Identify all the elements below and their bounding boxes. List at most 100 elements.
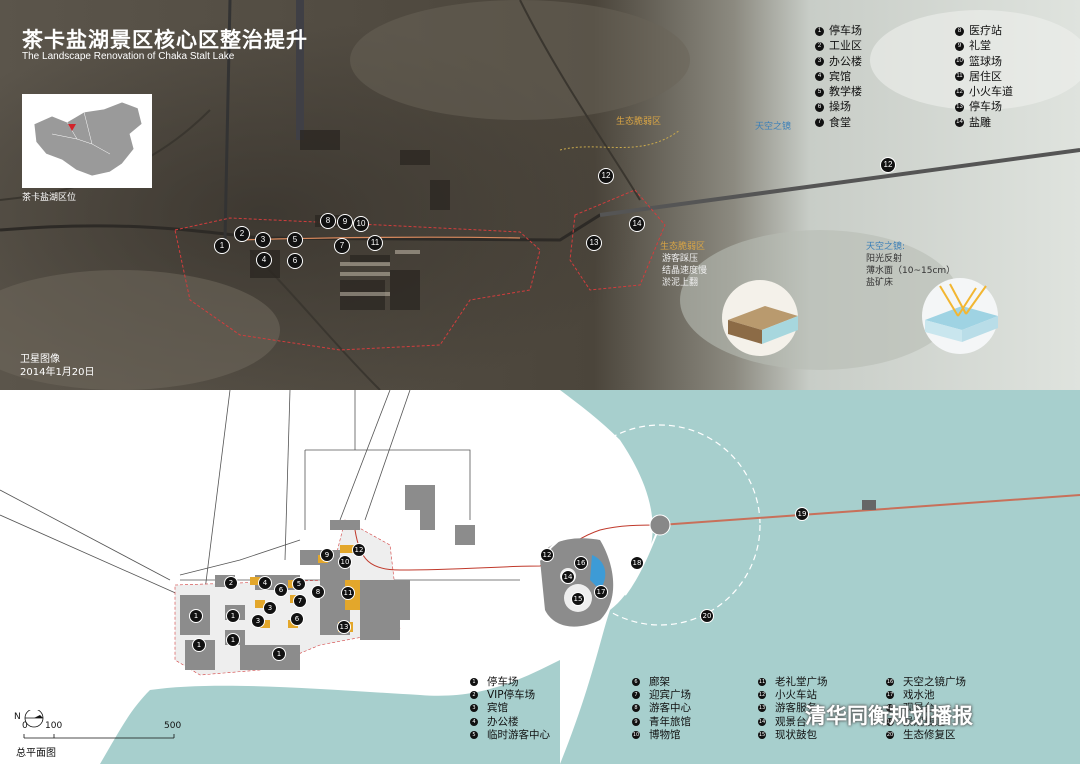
legend-label: 天空之镜广场 [903, 676, 966, 688]
legend-label: 景观栈道 [903, 715, 945, 728]
legend-label: 宾馆 [829, 69, 851, 83]
plan-marker-10: 10 [338, 555, 352, 569]
legend-number-badge: 13 [758, 704, 766, 713]
legend-label: 医疗站 [969, 24, 1002, 37]
sky-mirror-label-2: 天空之镜: [866, 242, 906, 252]
sat-marker-7: 7 [334, 238, 350, 254]
plan-marker-19: 19 [795, 507, 809, 521]
legend-item: 18 观景台 [886, 702, 966, 715]
legend-label: 廊架 [649, 676, 670, 688]
legend-number-badge: 16 [886, 678, 894, 686]
legend-label: 食堂 [829, 115, 851, 129]
legend-number-badge: 5 [470, 730, 478, 739]
china-map-icon [33, 101, 143, 177]
legend-number-badge: 13 [955, 102, 964, 112]
legend-number-badge: 2 [815, 41, 824, 51]
legend-label: 游客服务 [775, 702, 817, 715]
legend-number-badge: 15 [758, 730, 766, 739]
legend-item: 14 观景台 [758, 716, 828, 729]
satellite-panel: 茶卡盐湖景区核心区整治提升 The Landscape Renovation o… [0, 0, 1080, 390]
legend-label: 生态修复区 [903, 728, 956, 741]
legend-number-badge: 18 [886, 704, 894, 713]
legend-item: 13 游客服务 [758, 702, 828, 715]
legend-number-badge: 14 [758, 717, 766, 726]
sky-mirror-detail: 阳光反射薄水面（10~15cm）盐矿床 [866, 253, 955, 289]
legend-number-badge: 4 [470, 717, 478, 726]
scale-bar: N 0 100 500 总平面图 [14, 710, 184, 760]
sat-marker-13: 13 [586, 235, 602, 251]
plan-marker-9: 9 [320, 548, 334, 562]
legend-number-badge: 10 [955, 57, 964, 67]
plan-marker-3: 3 [251, 614, 265, 628]
plan-marker-14: 14 [561, 570, 575, 584]
legend-label: 宾馆 [487, 702, 508, 715]
legend-label: 观景台 [775, 715, 807, 728]
legend-number-badge: 19 [886, 717, 894, 726]
plan-marker-1a: 1 [189, 609, 203, 623]
legend-number-badge: 1 [470, 678, 478, 686]
legend-number-badge: 9 [955, 41, 964, 51]
legend-label: 篮球场 [969, 54, 1002, 68]
legend-label: 游客中心 [649, 702, 691, 715]
plan-marker-5: 5 [292, 577, 306, 591]
legend-item: 10 篮球场 [955, 54, 1013, 69]
plan-marker-1e: 1 [272, 647, 286, 661]
plan-marker-12a: 12 [352, 543, 366, 557]
plan-marker-6a: 6 [274, 583, 288, 597]
north-arrow-and-scale [23, 710, 175, 739]
scale-tick-500: 500 [164, 721, 182, 731]
legend-label: 工业区 [829, 39, 862, 53]
legend-number-badge: 12 [955, 87, 964, 97]
salt-lake-area [560, 390, 1080, 764]
legend-number-badge: 20 [886, 730, 894, 739]
plan-marker-13: 13 [337, 620, 351, 634]
legend-item: 2 工业区 [815, 38, 862, 53]
legend-number-badge: 6 [815, 102, 824, 112]
legend-number-badge: 3 [815, 57, 824, 67]
legend-label: 办公楼 [829, 54, 862, 68]
sat-marker-6: 6 [287, 253, 303, 269]
plan-marker-17: 17 [594, 585, 608, 599]
note-line: 淤泥上翻 [662, 278, 699, 288]
page-subtitle: The Landscape Renovation of Chaka Stalt … [22, 51, 235, 62]
plan-marker-6b: 6 [290, 612, 304, 626]
sat-marker-1: 1 [214, 238, 230, 254]
plan-marker-1c: 1 [226, 633, 240, 647]
page-title: 茶卡盐湖景区核心区整治提升 [22, 28, 308, 52]
plan-marker-12b: 12 [540, 548, 554, 562]
legend-label: 小火车站 [775, 689, 817, 702]
plan-marker-2: 2 [224, 576, 238, 590]
sat-marker-9: 9 [337, 214, 353, 230]
plan-marker-8: 8 [311, 585, 325, 599]
note-line: 游客踩压 [662, 254, 699, 264]
location-marker-icon [68, 124, 76, 131]
watermark-text: 清华同衡规划播报 [805, 704, 973, 728]
plan-marker-4: 4 [258, 576, 272, 590]
legend-number-badge: 1 [815, 26, 824, 36]
legend-number-badge: 4 [815, 72, 824, 82]
north-label: N [14, 712, 21, 722]
sky-mirror-label-1: 天空之镜 [755, 122, 792, 132]
legend-number-badge: 11 [758, 678, 766, 686]
sat-marker-4: 4 [256, 252, 272, 268]
sat-marker-10: 10 [353, 216, 369, 232]
eco-soil-diagram [722, 280, 798, 356]
legend-number-badge: 12 [758, 691, 766, 700]
note-line: 薄水面（10~15cm） [866, 266, 956, 276]
sat-marker-12a: 12 [598, 168, 614, 184]
location-inset-map [22, 94, 152, 188]
legend-label: 观景台 [903, 702, 935, 715]
